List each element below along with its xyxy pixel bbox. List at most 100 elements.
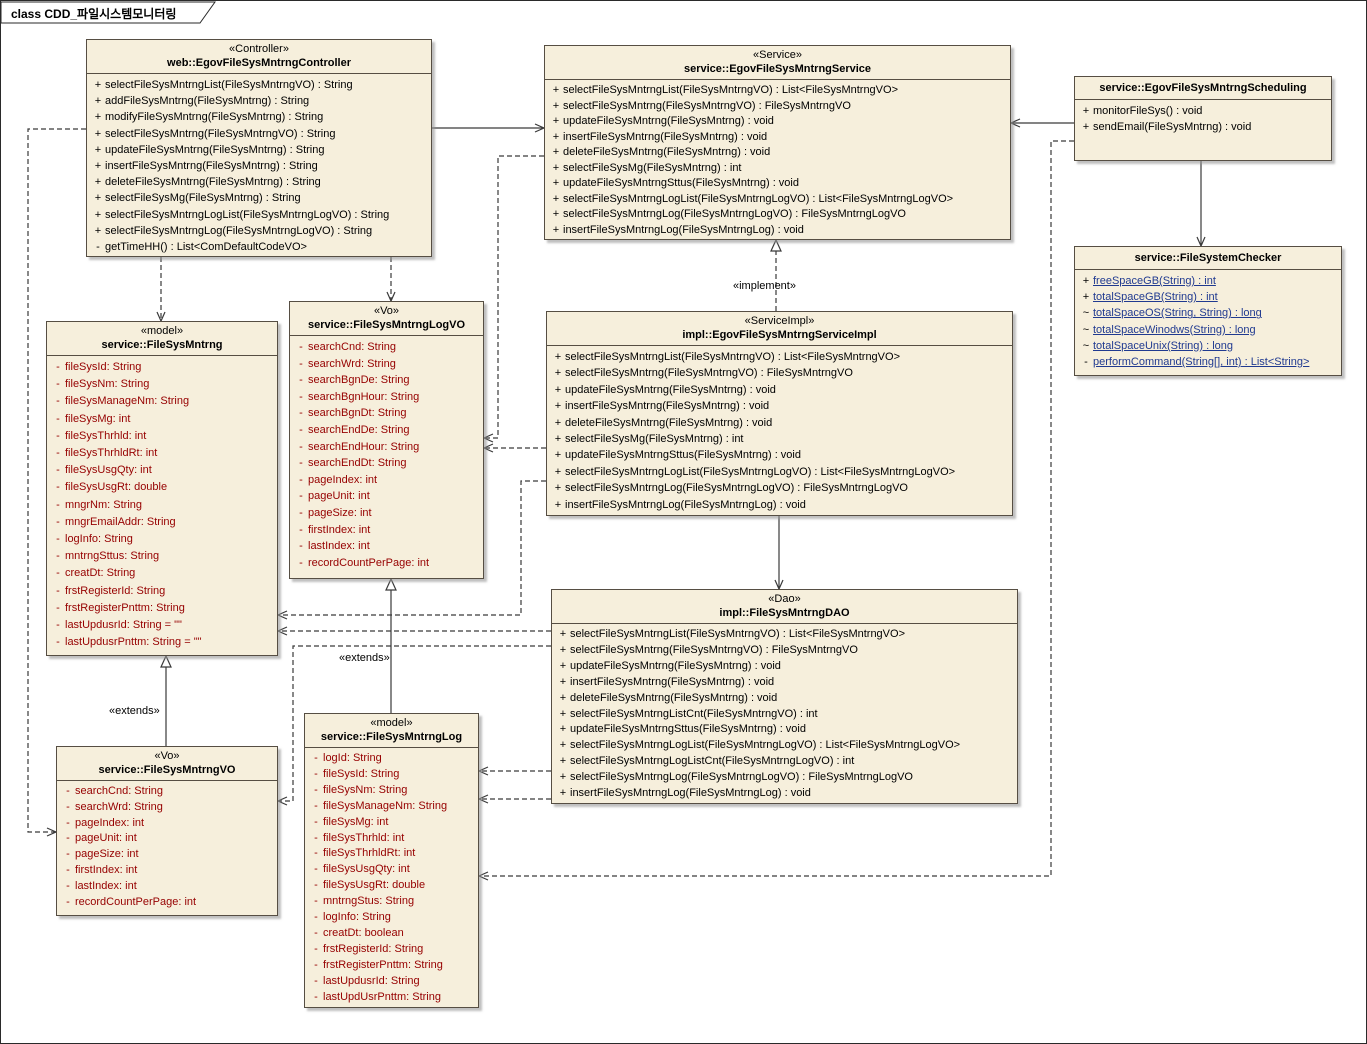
class-box-controller[interactable]: «Controller» web::EgovFileSysMntrngContr… <box>86 39 432 257</box>
visibility-marker: - <box>66 816 70 829</box>
class-stereotype: «Controller» <box>229 43 289 55</box>
relationship-label-extends-mid: «extends» <box>339 652 390 664</box>
method-row: +insertFileSysMntrng(FileSysMntrng) : vo… <box>549 130 1007 146</box>
method-row: +selectFileSysMntrngLog(FileSysMntrngLog… <box>551 480 1009 496</box>
class-box-filesystemchecker[interactable]: service::FileSystemChecker +freeSpaceGB(… <box>1074 246 1342 376</box>
member-signature: totalSpaceGB(String) : int <box>1093 291 1218 304</box>
member-signature: updateFileSysMntrng(FileSysMntrng) : voi… <box>563 115 774 127</box>
method-row: +insertFileSysMntrngLog(FileSysMntrngLog… <box>551 497 1009 513</box>
visibility-marker: - <box>56 619 60 632</box>
member-signature: deleteFileSysMntrng(FileSysMntrng) : voi… <box>570 691 778 704</box>
member-signature: selectFileSysMntrngLogListCnt(FileSysMnt… <box>570 755 855 768</box>
visibility-marker: + <box>554 482 562 495</box>
methods-compartment: +selectFileSysMntrngList(FileSysMntrngVO… <box>552 624 1017 803</box>
attribute-row: -lastUpdusrId: String = "" <box>51 617 274 634</box>
member-signature: fileSysUsgRt: double <box>323 879 426 892</box>
member-signature: pageIndex: int <box>75 816 145 829</box>
attribute-row: -lastIndex: int <box>294 538 480 555</box>
member-signature: recordCountPerPage: int <box>308 556 430 569</box>
visibility-marker: + <box>559 787 567 800</box>
visibility-marker: - <box>66 800 70 813</box>
connector-scheduling-to-log <box>477 140 1074 881</box>
attribute-row: -logInfo: String <box>309 910 475 926</box>
method-row: +selectFileSysMntrng(FileSysMntrngVO) : … <box>556 643 1014 659</box>
class-box-filesysmntrngvo[interactable]: «Vo» service::FileSysMntrngVO -searchCnd… <box>56 746 278 916</box>
method-row: +insertFileSysMntrng(FileSysMntrng) : vo… <box>551 398 1009 414</box>
method-row: +insertFileSysMntrngLog(FileSysMntrngLog… <box>556 786 1014 802</box>
visibility-marker: - <box>299 506 303 519</box>
visibility-marker: - <box>299 407 303 420</box>
visibility-marker: - <box>66 785 70 797</box>
visibility-marker: - <box>56 412 60 425</box>
visibility-marker: - <box>314 815 318 828</box>
attribute-row: -fileSysNm: String <box>51 376 274 393</box>
class-box-dao[interactable]: «Dao» impl::FileSysMntrngDAO +selectFile… <box>551 589 1018 804</box>
attribute-row: -lastUpdusrId: String <box>309 974 475 990</box>
visibility-marker: ~ <box>1082 339 1090 352</box>
method-row: +updateFileSysMntrng(FileSysMntrng) : vo… <box>556 659 1014 675</box>
frame-title: class CDD_파일시스템모니터링 <box>11 7 177 21</box>
visibility-marker: + <box>552 146 560 158</box>
member-signature: selectFileSysMntrngLogList(FileSysMntrng… <box>105 208 390 221</box>
visibility-marker: - <box>56 601 60 614</box>
visibility-marker: - <box>299 457 303 470</box>
class-box-filesysmntrng[interactable]: «model» service::FileSysMntrng -fileSysI… <box>46 321 278 656</box>
class-stereotype: «ServiceImpl» <box>744 315 815 327</box>
member-signature: fileSysUsgQty: int <box>65 464 152 477</box>
visibility-marker: - <box>299 357 303 370</box>
visibility-marker: - <box>56 378 60 391</box>
method-row: +selectFileSysMntrngLogList(FileSysMntrn… <box>549 192 1007 208</box>
class-name: impl::EgovFileSysMntrngServiceImpl <box>682 329 877 341</box>
class-box-serviceimpl[interactable]: «ServiceImpl» impl::EgovFileSysMntrngSer… <box>546 311 1013 516</box>
class-box-filesysmntrnglog[interactable]: «model» service::FileSysMntrngLog -logId… <box>304 713 479 1008</box>
class-header: «Controller» web::EgovFileSysMntrngContr… <box>87 40 431 74</box>
class-box-filesysmntrnglogvo[interactable]: «Vo» service::FileSysMntrngLogVO -search… <box>289 301 484 579</box>
member-signature: fileSysThrhldRt: int <box>65 447 158 460</box>
class-box-service[interactable]: «Service» service::EgovFileSysMntrngServ… <box>544 45 1011 240</box>
method-row: +selectFileSysMntrngListCnt(FileSysMntrn… <box>556 707 1014 723</box>
member-signature: updateFileSysMntrngSttus(FileSysMntrng) … <box>563 177 799 189</box>
member-signature: totalSpaceWinodws(String) : long <box>1093 323 1256 336</box>
class-header: «Vo» service::FileSysMntrngLogVO <box>290 302 483 336</box>
member-signature: fileSysThrhldRt: int <box>323 847 416 860</box>
method-row: +insertFileSysMntrng(FileSysMntrng) : St… <box>91 158 428 174</box>
visibility-marker: + <box>552 115 560 127</box>
method-row: +updateFileSysMntrngSttus(FileSysMntrng)… <box>549 176 1007 192</box>
member-signature: mngrEmailAddr: String <box>65 515 176 528</box>
method-row: +modifyFileSysMntrng(FileSysMntrng) : St… <box>91 109 428 125</box>
method-row: +deleteFileSysMntrng(FileSysMntrng) : St… <box>91 174 428 190</box>
member-signature: modifyFileSysMntrng(FileSysMntrng) : Str… <box>105 111 324 124</box>
member-signature: selectFileSysMntrngList(FileSysMntrngVO)… <box>565 351 900 363</box>
attribute-row: -searchCnd: String <box>61 784 274 800</box>
member-signature: selectFileSysMntrngLogList(FileSysMntrng… <box>563 192 954 205</box>
member-signature: pageUnit: int <box>308 490 370 503</box>
class-box-scheduling[interactable]: service::EgovFileSysMntrngScheduling +mo… <box>1074 76 1332 161</box>
class-name: service::FileSysMntrngVO <box>98 764 236 776</box>
visibility-marker: - <box>314 879 318 892</box>
member-signature: updateFileSysMntrngSttus(FileSysMntrng) … <box>570 723 806 736</box>
attribute-row: -pageSize: int <box>61 847 274 863</box>
method-row: +selectFileSysMntrngLogList(FileSysMntrn… <box>556 738 1014 754</box>
class-stereotype: «Vo» <box>373 305 400 317</box>
attribute-row: -fileSysManageNm: String <box>309 799 475 815</box>
visibility-marker: - <box>299 440 303 453</box>
member-signature: creatDt: String <box>65 567 136 580</box>
member-signature: lastUpdusrId: String = "" <box>65 619 182 632</box>
member-signature: updateFileSysMntrng(FileSysMntrng) : Str… <box>105 143 325 156</box>
member-signature: selectFileSysMntrngLogList(FileSysMntrng… <box>565 465 956 478</box>
member-signature: lastUpdusrId: String <box>323 974 420 987</box>
attribute-row: -logInfo: String <box>51 531 274 548</box>
method-row: +updateFileSysMntrngSttus(FileSysMntrng)… <box>551 447 1009 463</box>
member-signature: logInfo: String <box>323 911 391 924</box>
method-row: +deleteFileSysMntrng(FileSysMntrng) : vo… <box>551 415 1009 431</box>
member-signature: searchWrd: String <box>308 357 396 370</box>
methods-compartment: +selectFileSysMntrngList(FileSysMntrngVO… <box>545 80 1010 239</box>
visibility-marker: + <box>554 383 562 396</box>
class-header: «model» service::FileSysMntrng <box>47 322 277 356</box>
attribute-row: -frstRegisterPnttm: String <box>309 958 475 974</box>
visibility-marker: + <box>94 176 102 189</box>
visibility-marker: - <box>56 533 60 546</box>
visibility-marker: - <box>299 423 303 436</box>
class-name: impl::FileSysMntrngDAO <box>719 607 850 619</box>
